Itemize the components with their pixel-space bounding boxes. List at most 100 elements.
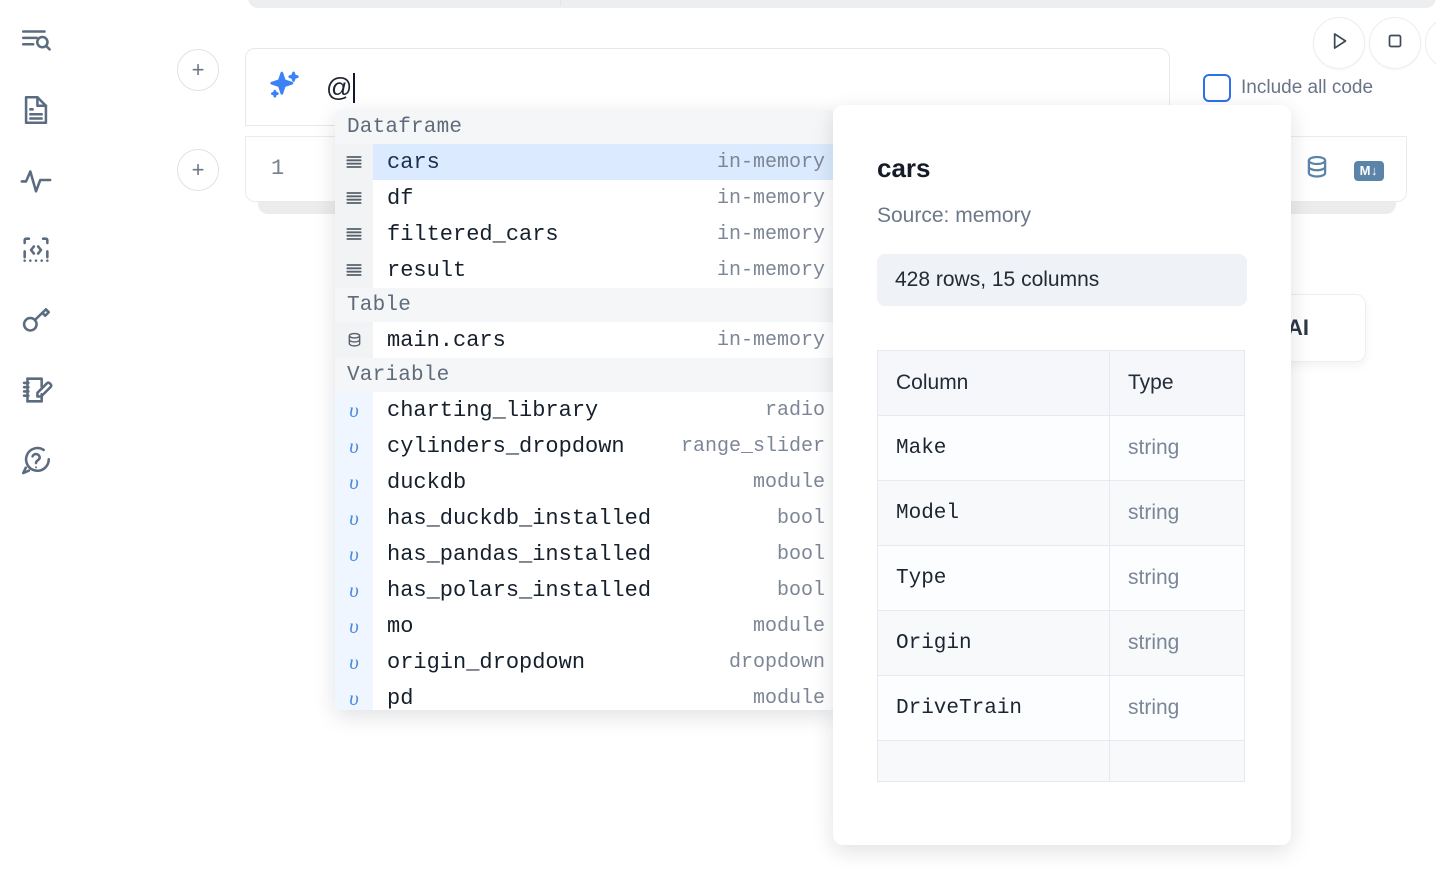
autocomplete-item-name: has_polars_installed [387,577,652,603]
ai-prompt-input[interactable]: @ [326,71,356,103]
autocomplete-item-body: df in-memory [373,180,835,216]
dataframe-icon [335,216,373,252]
top-panel-edge [248,0,1436,8]
cell-actions: M↓ [1302,153,1384,188]
autocomplete-item-type: in-memory [716,150,825,174]
autocomplete-item-name: main.cars [387,327,506,353]
ai-prompt-value: @ [326,71,353,102]
autocomplete-item-body: has_pandas_installed bool [373,536,835,572]
autocomplete-item-name: cars [387,149,440,175]
stop-square-icon [1383,29,1407,58]
autocomplete-item-name: cylinders_dropdown [387,433,625,459]
play-icon [1326,28,1352,59]
explore-outline-icon [19,23,53,57]
text-caret [353,72,356,103]
autocomplete-item-name: df [387,185,414,211]
autocomplete-item-name: pd [387,685,414,711]
autocomplete-item-body: result in-memory [373,252,835,288]
autocomplete-item-name: mo [387,613,414,639]
file-explorer-icon [19,93,53,127]
autocomplete-item-name: has_duckdb_installed [387,505,652,531]
autocomplete-item-type: in-memory [716,258,825,282]
table-header-row: Column Type [877,350,1245,416]
column-header-column: Column [877,350,1110,416]
autocomplete-item-type: module [752,470,825,494]
autocomplete-item-body: cars in-memory [373,144,835,180]
cell-column-name [877,740,1110,782]
database-icon [335,322,373,358]
cell-column-name: Model [877,480,1110,546]
autocomplete-item-name: has_pandas_installed [387,541,652,567]
include-all-code-row[interactable]: Include all code [1203,74,1373,102]
sidebar-item-outline[interactable] [14,18,58,62]
autocomplete-item-type: module [752,614,825,638]
autocomplete-item-body: main.cars in-memory [373,322,835,358]
autocomplete-item-name: filtered_cars [387,221,559,247]
stop-button[interactable] [1369,17,1421,69]
autocomplete-item-type: bool [776,506,825,530]
autocomplete-item-type: bool [776,542,825,566]
autocomplete-item[interactable]: main.cars in-memory [335,322,835,358]
variable-icon: υ [335,644,373,680]
run-button[interactable] [1313,17,1365,69]
sidebar-item-snippets[interactable] [14,228,58,272]
markdown-icon[interactable]: M↓ [1353,160,1384,181]
add-cell-button-bottom[interactable]: + [177,149,219,191]
dataframe-icon [335,144,373,180]
variable-icon: υ [335,464,373,500]
autocomplete-item[interactable]: df in-memory [335,180,835,216]
autocomplete-group-header: Variable [335,358,835,392]
sidebar-item-scratchpad[interactable] [14,368,58,412]
sidebar-item-dependency-graph[interactable] [14,158,58,202]
sidebar-item-secrets[interactable] [14,298,58,342]
line-number: 1 [271,156,285,181]
sidebar-item-file-explorer[interactable] [14,88,58,132]
activity-icon [19,163,53,197]
preview-title: cars [877,153,931,183]
variable-icon: υ [335,392,373,428]
database-icon[interactable] [1302,153,1332,188]
cell-column-type: string [1109,675,1245,741]
include-all-code-checkbox[interactable] [1203,74,1231,102]
preview-shape: 428 rows, 15 columns [877,254,1247,306]
cell-column-type: string [1109,480,1245,546]
autocomplete-item-body: mo module [373,608,835,644]
sidebar-item-help[interactable] [14,438,58,482]
autocomplete-item-name: result [387,257,467,283]
autocomplete-item-type: in-memory [716,328,825,352]
cell-column-name: Origin [877,610,1110,676]
sparkle-icon [266,68,304,106]
autocomplete-item-body: duckdb module [373,464,835,500]
autocomplete-item-name: duckdb [387,469,467,495]
overflow-button[interactable] [1425,17,1436,69]
autocomplete-item-type: in-memory [716,186,825,210]
preview-source: Source: memory [877,204,1032,227]
autocomplete-item-type: radio [764,398,825,422]
autocomplete-item[interactable]: result in-memory [335,252,835,288]
autocomplete-item[interactable]: cars in-memory [335,144,835,180]
cell-column-type: string [1109,610,1245,676]
sidebar-rail [0,0,72,874]
add-cell-button-top[interactable]: + [177,49,219,91]
cell-column-name: Type [877,545,1110,611]
